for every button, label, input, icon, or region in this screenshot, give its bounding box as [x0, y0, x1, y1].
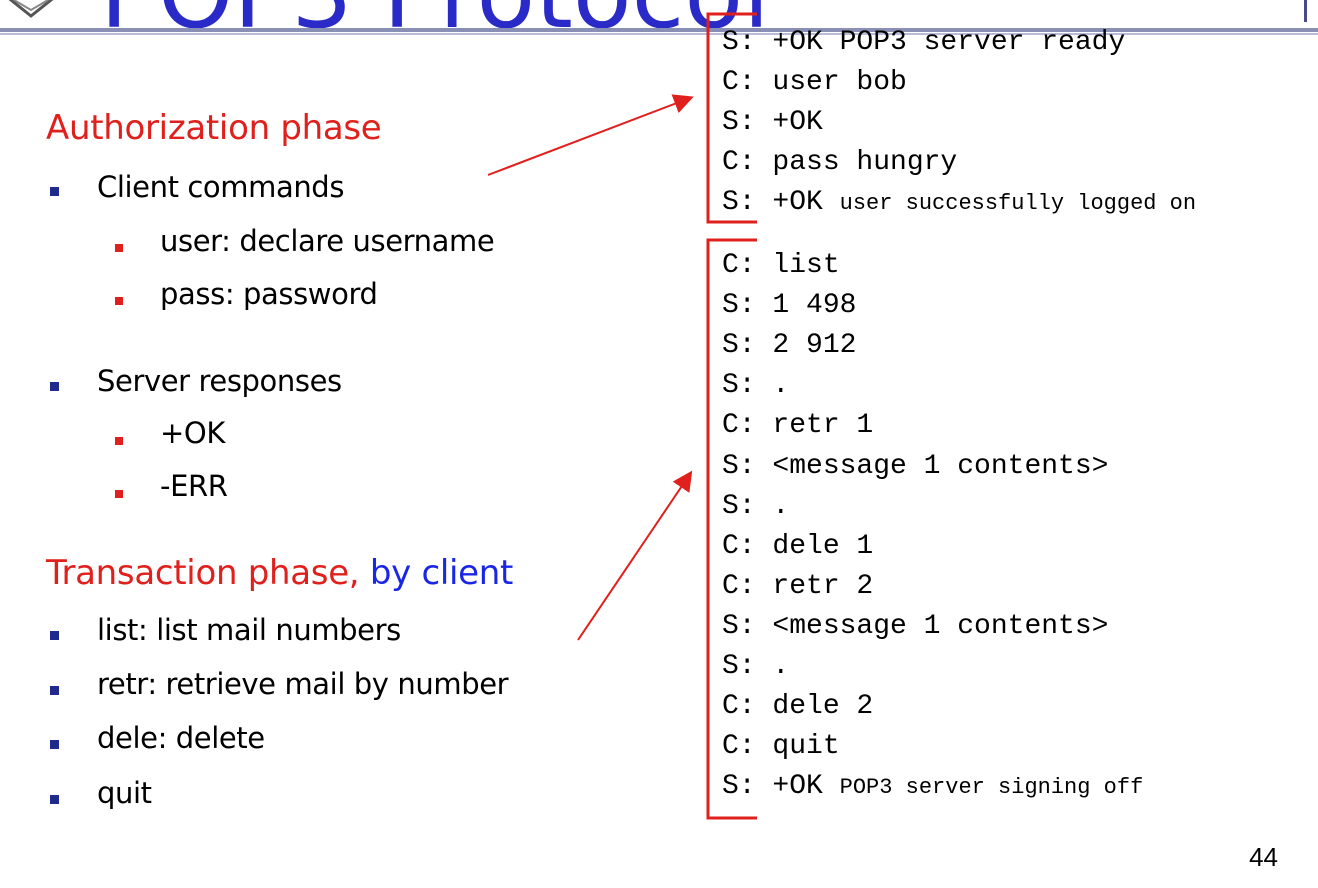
- user-command-item: user: declare username: [160, 224, 495, 258]
- dele-description: : delete: [157, 721, 266, 755]
- transaction-heading: Transaction phase, by client: [46, 553, 513, 593]
- bullet-icon: [50, 795, 59, 804]
- quit-keyword: quit: [97, 776, 152, 810]
- pass-keyword: pass: [160, 277, 225, 311]
- retr-command-item: retr: retrieve mail by number: [97, 667, 509, 701]
- dialog-line: S: +OK POP3 server signing off: [722, 771, 1144, 802]
- list-description: : list mail numbers: [138, 613, 401, 647]
- authorization-bracket: [706, 12, 757, 224]
- bullet-icon: [50, 686, 59, 695]
- right-rail: [1304, 0, 1307, 22]
- bullet-icon: [50, 187, 59, 196]
- title-rule: [0, 28, 1318, 32]
- sub-bullet-icon: [115, 244, 123, 252]
- sub-bullet-icon: [115, 297, 123, 305]
- dialog-line: S: .: [722, 651, 790, 682]
- sub-bullet-icon: [115, 437, 123, 445]
- dialog-line: C: retr 2: [722, 571, 874, 602]
- dialog-line: C: list: [722, 250, 840, 281]
- transaction-heading-red: Transaction phase,: [46, 553, 360, 593]
- authorization-arrow: [487, 94, 694, 176]
- authorization-heading: Authorization phase: [46, 108, 382, 148]
- dialog-line: C: retr 1: [722, 410, 874, 441]
- server-responses-label: Server responses: [97, 364, 342, 398]
- bullet-icon: [50, 382, 59, 391]
- client-commands-label: Client commands: [97, 170, 345, 204]
- bullet-icon: [50, 631, 59, 640]
- pass-description: : password: [224, 277, 378, 311]
- dialog-line: S: 1 498: [722, 290, 857, 321]
- sub-bullet-icon: [115, 490, 123, 498]
- retr-keyword: retr: [97, 667, 148, 701]
- dialog-line: C: pass hungry: [722, 147, 958, 178]
- transaction-bracket: [706, 238, 757, 820]
- list-command-item: list: list mail numbers: [97, 613, 401, 647]
- title-bar: POP3 Protocol: [0, 0, 1318, 50]
- dialog-line: C: dele 2: [722, 691, 874, 722]
- dialog-line: S: .: [722, 370, 790, 401]
- quit-command-item: quit: [97, 776, 152, 810]
- dialog-line: S: 2 912: [722, 330, 857, 361]
- title-rule-light: [0, 33, 1318, 35]
- dialog-line: S: +OK user successfully logged on: [722, 187, 1197, 218]
- dialog-line: C: dele 1: [722, 531, 874, 562]
- transaction-heading-blue: by client: [359, 553, 514, 593]
- slide-title: POP3 Protocol: [100, 0, 770, 50]
- user-keyword: user: [160, 224, 222, 258]
- err-response-item: -ERR: [160, 469, 228, 503]
- pass-command-item: pass: password: [160, 277, 378, 311]
- dele-command-item: dele: delete: [97, 721, 265, 755]
- dele-keyword: dele: [97, 721, 158, 755]
- list-keyword: list: [97, 613, 138, 647]
- dialog-line: S: +OK POP3 server ready: [722, 27, 1126, 58]
- transaction-arrow: [577, 470, 693, 641]
- user-description: : declare username: [221, 224, 495, 258]
- dialog-line: S: <message 1 contents>: [722, 451, 1109, 482]
- university-logo-icon: [8, 0, 54, 18]
- dialog-line: S: +OK: [722, 107, 823, 138]
- page-number: 44: [1249, 842, 1278, 872]
- dialog-line: S: .: [722, 491, 790, 522]
- bullet-icon: [50, 740, 59, 749]
- dialog-line: C: user bob: [722, 67, 907, 98]
- retr-description: : retrieve mail by number: [147, 667, 509, 701]
- dialog-line: C: quit: [722, 731, 840, 762]
- ok-response-item: +OK: [160, 416, 225, 450]
- dialog-line: S: <message 1 contents>: [722, 611, 1109, 642]
